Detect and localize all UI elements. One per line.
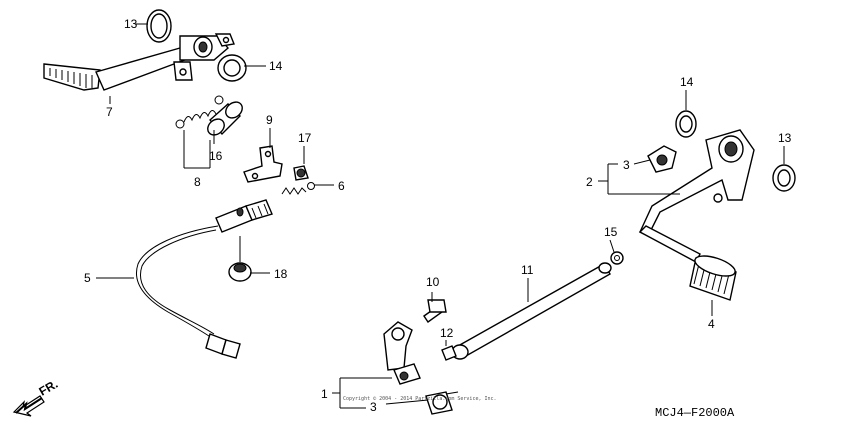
switch-wire: [136, 225, 241, 359]
nut-12: [441, 345, 457, 361]
callout-3-bottom: 3: [370, 400, 377, 414]
spring-6: [281, 182, 315, 195]
washer-14-right: [675, 110, 697, 138]
washer-13-top: [146, 9, 172, 43]
gearshift-arm: [383, 321, 421, 385]
callout-2: 2: [586, 175, 593, 189]
callout-14-right: 14: [680, 75, 694, 89]
pivot-bolt-3-right: [647, 145, 677, 173]
callout-1: 1: [321, 387, 328, 401]
callout-13-top: 13: [124, 17, 138, 31]
callout-13-right: 13: [778, 131, 792, 145]
callout-18: 18: [274, 267, 288, 281]
callout-5: 5: [84, 271, 91, 285]
rubber-18: [228, 262, 252, 282]
shift-pedal-rubber: [689, 255, 737, 301]
pivot-bolt-3: [425, 391, 459, 415]
bolt-10: [423, 299, 447, 323]
callout-16: 16: [209, 149, 223, 163]
callout-17: 17: [298, 131, 312, 145]
collar-16: [207, 101, 243, 136]
washer-13-right: [772, 164, 796, 192]
copyright-watermark: Copyright © 2004 - 2014 Partzilla.com Se…: [343, 396, 497, 402]
callout-12: 12: [440, 326, 454, 340]
callout-15: 15: [604, 225, 618, 239]
washer-14-top: [217, 54, 247, 82]
shift-rod: [451, 262, 612, 360]
callout-3-right: 3: [623, 158, 630, 172]
return-spring: [175, 95, 224, 129]
callout-11: 11: [521, 263, 534, 277]
diagram-code: MCJ4—F2000A: [655, 406, 735, 420]
front-direction-arrow-icon: [12, 395, 45, 417]
gearshift-pedal: [638, 129, 755, 263]
callout-7: 7: [106, 105, 113, 119]
callout-6: 6: [338, 179, 345, 193]
bolt-17: [293, 165, 309, 181]
brake-stop-switch: [215, 199, 273, 233]
callout-4: 4: [708, 317, 715, 331]
callout-10: 10: [426, 275, 440, 289]
callout-9: 9: [266, 113, 273, 127]
stop-switch-bracket: [243, 145, 283, 183]
callout-14-top: 14: [269, 59, 283, 73]
brake-pedal: [43, 33, 235, 91]
callout-8: 8: [194, 175, 201, 189]
leader-lines: [96, 23, 785, 409]
nut-15: [610, 251, 624, 265]
